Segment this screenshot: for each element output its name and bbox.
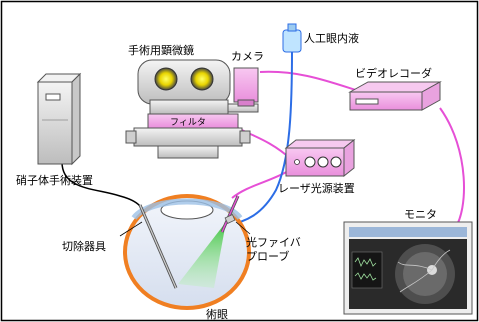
cutter-label: 切除器具 — [62, 239, 106, 253]
cutter-leader — [119, 221, 143, 237]
eye-label: 術眼 — [206, 308, 228, 321]
fiber-probe — [220, 195, 240, 233]
vitreous-cutter-cable — [61, 161, 144, 211]
probe-leader — [235, 221, 251, 235]
monitor — [343, 221, 473, 315]
laser-source-device — [284, 138, 356, 178]
vitreous-device-label: 硝子体手術装置 — [16, 173, 93, 187]
laser-probe-cable — [231, 169, 291, 199]
video-monitor-cable — [439, 107, 466, 229]
fluid-infusion-tube — [227, 49, 293, 226]
camera-label: カメラ — [231, 50, 264, 63]
surgical-microscope — [125, 59, 259, 159]
monitor-label: モニタ — [404, 208, 437, 221]
filter-label: フィルタ — [170, 117, 206, 128]
laser-beam — [178, 222, 226, 288]
camera-video-cable — [259, 70, 363, 93]
vitreous-surgery-device — [36, 72, 82, 166]
surgical-eye — [123, 194, 251, 310]
cutter-instrument — [138, 204, 178, 289]
fiber-probe-label-1: 光ファイバ — [246, 235, 301, 249]
video-recorder — [348, 81, 442, 111]
camera — [233, 67, 259, 107]
microscope-label: 手術用顕微鏡 — [128, 43, 194, 57]
video-recorder-label: ビデオレコーダ — [355, 66, 432, 80]
artificial-fluid-label: 人工眼内液 — [304, 31, 359, 45]
fiber-probe-label-2: プローブ — [246, 249, 289, 263]
laser-source-label: レーザ光源装置 — [278, 181, 355, 195]
fluid-bottle — [282, 23, 302, 53]
